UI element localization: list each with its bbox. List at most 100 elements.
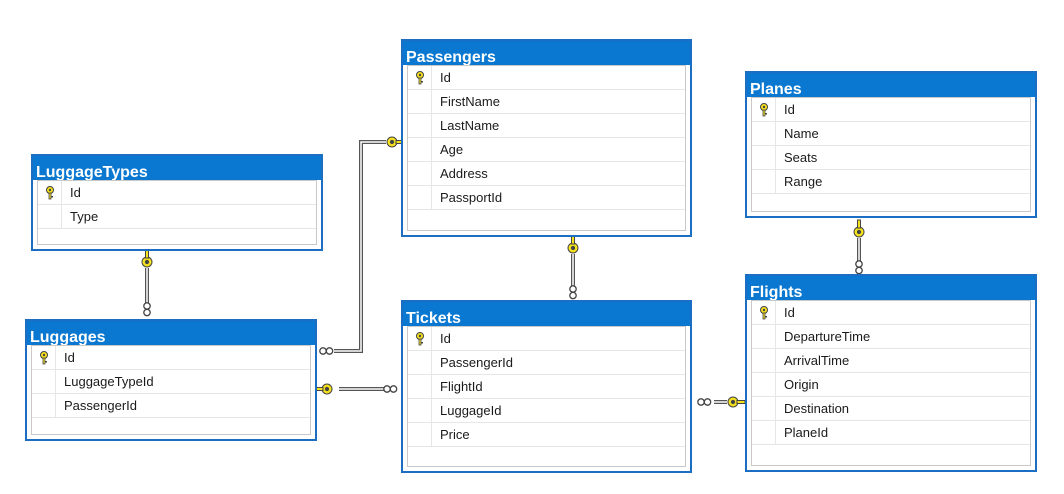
column-row[interactable]: LuggageTypeId: [32, 370, 310, 394]
row-selector: [408, 423, 432, 446]
column-name: Address: [440, 166, 488, 181]
row-selector: [752, 146, 776, 169]
many-end-luggages-luggagetypes: [143, 302, 151, 317]
column-name: Id: [784, 102, 795, 117]
row-selector: [752, 98, 776, 121]
row-selector: [752, 421, 776, 444]
row-selector: [408, 90, 432, 113]
row-selector: [752, 373, 776, 396]
column-row[interactable]: PlaneId: [752, 421, 1030, 445]
key-end-passengers-bottom: [567, 235, 579, 254]
column-name: LuggageTypeId: [64, 374, 154, 389]
column-row[interactable]: Address: [408, 162, 685, 186]
table-title: Luggages: [27, 321, 315, 345]
column-row[interactable]: DepartureTime: [752, 325, 1030, 349]
primary-key-icon: [46, 186, 54, 200]
row-selector: [752, 301, 776, 324]
column-name: PassportId: [440, 190, 503, 205]
column-row[interactable]: Seats: [752, 146, 1030, 170]
row-selector: [408, 399, 432, 422]
row-selector: [408, 66, 432, 89]
key-end-luggages-right: [314, 383, 333, 395]
column-name: Id: [784, 305, 795, 320]
column-name: LuggageId: [440, 403, 502, 418]
column-row[interactable]: Price: [408, 423, 685, 447]
row-selector: [32, 370, 56, 393]
column-row[interactable]: Destination: [752, 397, 1030, 421]
column-name: Name: [784, 126, 819, 141]
table-title: Flights: [747, 276, 1035, 300]
column-name: FlightId: [440, 379, 483, 394]
column-row[interactable]: Origin: [752, 373, 1030, 397]
column-row[interactable]: Range: [752, 170, 1030, 194]
column-name: ArrivalTime: [784, 353, 850, 368]
column-name: Destination: [784, 401, 850, 416]
row-selector: [752, 397, 776, 420]
many-end-flights-planes: [855, 260, 863, 275]
primary-key-icon: [416, 332, 424, 346]
many-end-luggages-passengers: [319, 347, 334, 355]
column-name: Id: [440, 331, 451, 346]
many-end-tickets-passengers: [569, 285, 577, 300]
row-selector: [408, 162, 432, 185]
rel-luggages-passengers: [334, 140, 386, 353]
key-end-planes-bottom: [853, 219, 865, 238]
column-name: PassengerId: [440, 355, 513, 370]
column-row[interactable]: Id: [408, 66, 685, 90]
column-name: Age: [440, 142, 464, 157]
column-row[interactable]: FlightId: [408, 375, 685, 399]
row-selector: [408, 114, 432, 137]
table-title: Passengers: [403, 41, 690, 65]
row-selector: [408, 375, 432, 398]
column-row[interactable]: FirstName: [408, 90, 685, 114]
many-end-tickets-flights: [697, 398, 712, 406]
column-row[interactable]: Id: [752, 98, 1030, 122]
row-selector: [408, 351, 432, 374]
key-end-luggagetypes-bottom: [141, 249, 153, 268]
column-row[interactable]: PassportId: [408, 186, 685, 210]
column-row[interactable]: Age: [408, 138, 685, 162]
row-selector: [38, 205, 62, 228]
column-row[interactable]: Id: [408, 327, 685, 351]
column-row[interactable]: Name: [752, 122, 1030, 146]
column-row[interactable]: ArrivalTime: [752, 349, 1030, 373]
column-name: Range: [784, 174, 823, 189]
row-selector: [38, 181, 62, 204]
row-selector: [32, 394, 56, 417]
column-name: Id: [64, 350, 75, 365]
column-row[interactable]: Type: [38, 205, 316, 229]
column-row[interactable]: Id: [38, 181, 316, 205]
primary-key-icon: [416, 71, 424, 85]
primary-key-icon: [760, 306, 768, 320]
column-row[interactable]: Id: [32, 346, 310, 370]
column-row[interactable]: LuggageId: [408, 399, 685, 423]
row-selector: [408, 186, 432, 209]
column-name: FirstName: [440, 94, 500, 109]
column-row[interactable]: LastName: [408, 114, 685, 138]
column-row[interactable]: PassengerId: [32, 394, 310, 418]
row-selector: [752, 122, 776, 145]
column-name: Price: [440, 427, 470, 442]
column-name: Id: [70, 185, 81, 200]
column-row[interactable]: PassengerId: [408, 351, 685, 375]
column-row[interactable]: Id: [752, 301, 1030, 325]
row-selector: [408, 327, 432, 350]
column-name: PlaneId: [784, 425, 829, 440]
key-end-flights-left: [727, 396, 746, 408]
table-title: Planes: [747, 73, 1035, 97]
column-name: LastName: [440, 118, 500, 133]
column-name: Seats: [784, 150, 818, 165]
row-selector: [408, 138, 432, 161]
row-selector: [752, 349, 776, 372]
